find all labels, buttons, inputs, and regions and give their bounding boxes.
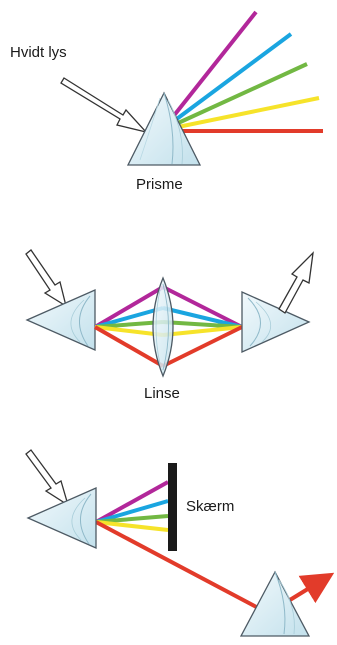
screen-bar (168, 463, 177, 551)
label-lens: Linse (144, 385, 180, 402)
panel-prism (61, 12, 323, 165)
rays-to-screen (96, 482, 262, 610)
panel-lens (26, 250, 313, 376)
white-light-arrow (61, 78, 146, 132)
label-prism: Prisme (136, 176, 183, 193)
ray-violet (172, 12, 256, 118)
incoming-white-arrow (26, 250, 66, 306)
label-screen: Skærm (186, 498, 234, 515)
red-output-ray (285, 579, 324, 603)
panel-screen (26, 450, 324, 636)
outgoing-white-arrow (279, 253, 313, 313)
prism-right (242, 292, 309, 352)
label-white-light: Hvidt lys (10, 44, 67, 61)
incoming-white-arrow-3 (26, 450, 68, 505)
converging-rays (163, 287, 242, 366)
ray-red (96, 522, 262, 610)
spectrum-rays-1 (172, 12, 323, 131)
